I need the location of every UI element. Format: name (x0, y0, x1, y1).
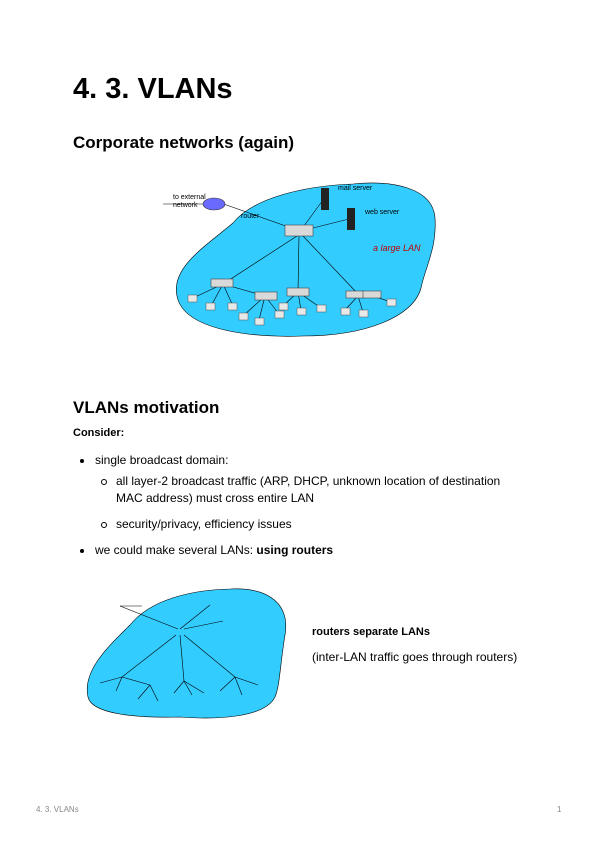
web-server-label: web server (365, 209, 400, 216)
mail-server-icon (321, 188, 329, 210)
page-title: 4. 3. VLANs (73, 73, 233, 105)
lan-diagram (163, 182, 436, 337)
page-number: 1 (557, 805, 562, 814)
lan-blob (86, 588, 287, 719)
web-server-icon (347, 208, 355, 230)
router-label: router (241, 213, 260, 220)
bullet-dot (80, 549, 84, 553)
bullet-dot (80, 459, 84, 463)
aside-heading: routers separate LANs (312, 626, 430, 638)
large-lan-figure: to external network router mail server w… (163, 178, 438, 338)
large-lan-label: a large LAN (373, 243, 421, 253)
router-lans-diagram (86, 588, 287, 719)
aside-note: (inter-LAN traffic goes through routers) (312, 650, 518, 664)
bullet-several-lans: we could make several LANs: using router… (95, 543, 334, 557)
sub-bullet-circle (101, 522, 107, 528)
bullet-single-broadcast: single broadcast domain: (95, 453, 229, 467)
switch-icon (284, 224, 314, 237)
consider-label: Consider: (73, 427, 125, 439)
to-external-label: to external network (173, 194, 206, 209)
sub-bullet-layer2: all layer-2 broadcast traffic (ARP, DHCP… (116, 474, 501, 505)
section-heading-corporate: Corporate networks (again) (73, 133, 295, 152)
sub-bullet-security: security/privacy, efficiency issues (116, 517, 292, 531)
mail-server-label: mail server (338, 185, 373, 192)
sub-bullet-circle (101, 479, 107, 485)
section-heading-motivation: VLANs motivation (73, 398, 220, 417)
footer-title: 4. 3. VLANs (36, 805, 79, 814)
router-lans-figure (80, 585, 295, 735)
router-icon (202, 197, 226, 211)
